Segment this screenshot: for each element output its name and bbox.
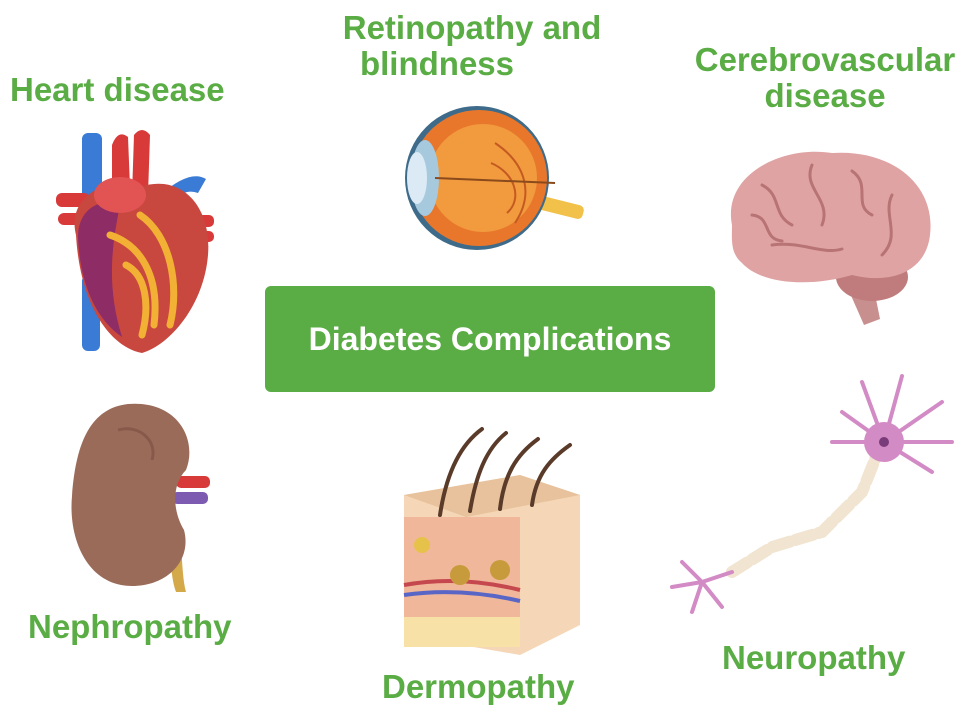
nephropathy-label: Nephropathy [28, 609, 232, 645]
eye-icon [395, 103, 590, 253]
neuron-icon [662, 372, 962, 622]
cerebrovascular-label: Cerebrovascular disease [680, 42, 970, 114]
brain-icon [722, 145, 937, 335]
center-title: Diabetes Complications [309, 321, 672, 358]
cerebrovascular-label-line1: Cerebrovascular [680, 42, 970, 78]
cerebrovascular-label-line2: disease [680, 78, 970, 114]
retinopathy-label: Retinopathy and blindness [322, 10, 622, 82]
center-title-box: Diabetes Complications [265, 286, 715, 392]
skin-icon [400, 425, 585, 660]
heart-disease-label: Heart disease [10, 72, 225, 108]
retinopathy-label-line1: Retinopathy and [322, 10, 622, 46]
dermopathy-label: Dermopathy [382, 669, 575, 705]
neuropathy-label: Neuropathy [722, 640, 905, 676]
retinopathy-label-line2: blindness [252, 46, 622, 82]
kidney-icon [68, 400, 218, 595]
heart-icon [50, 125, 220, 355]
